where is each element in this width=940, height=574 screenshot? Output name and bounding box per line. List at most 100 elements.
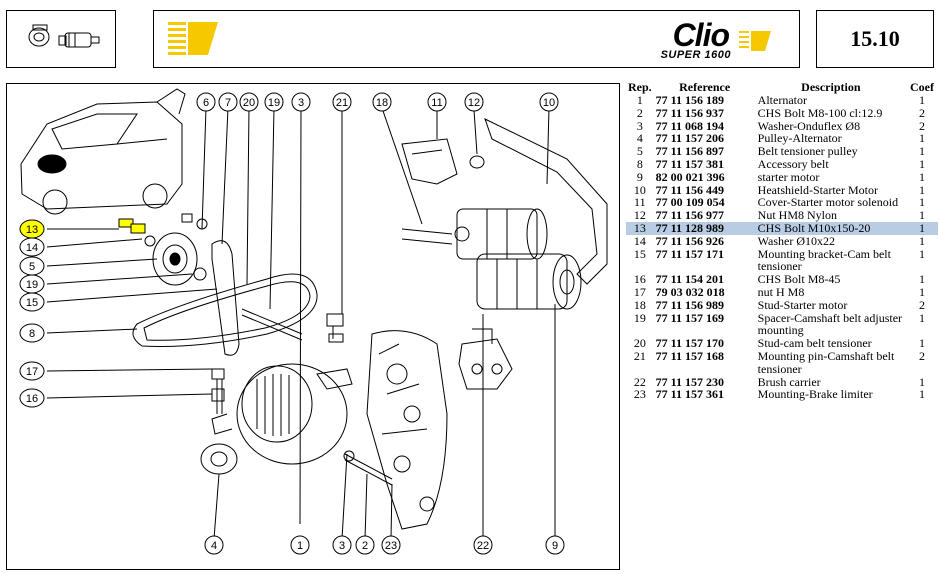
cell-description: Stud-cam belt tensioner: [757, 336, 872, 351]
cell-description: Mounting bracket-Cam belt tensioner: [757, 246, 891, 274]
svg-text:13: 13: [26, 224, 38, 236]
cell-reference: 77 11 157 206: [655, 131, 725, 146]
cell-description: Nut HM8 Nylon: [757, 208, 838, 223]
cell-coef: 1: [919, 284, 925, 299]
callout-19-top: 19: [264, 92, 284, 112]
cell-reference: 77 11 156 897: [655, 144, 725, 159]
cell-description: Brush carrier: [757, 374, 821, 389]
cell-description: starter motor: [757, 169, 820, 184]
col-reference: Reference: [679, 80, 731, 94]
callout-12: 12: [464, 92, 484, 112]
cell-coef: 1: [919, 182, 925, 197]
cell-reference: 77 11 157 230: [655, 374, 725, 389]
cell-description: Washer Ø10x22: [757, 233, 836, 248]
cell-rep: 3: [636, 118, 643, 133]
cell-reference: 77 00 109 054: [655, 195, 725, 210]
cell-coef: 1: [906, 222, 938, 235]
cell-reference: 77 11 157 168: [655, 348, 725, 363]
cell-rep: 1: [636, 93, 643, 107]
cell-coef: 1: [919, 310, 925, 325]
svg-text:3: 3: [339, 540, 345, 552]
cell-coef: 1: [919, 169, 925, 184]
page-number-box: 15.10: [816, 10, 934, 68]
cell-rep: 8: [636, 156, 643, 171]
mounting-bracket-icon: [366, 330, 448, 530]
table-row[interactable]: 1 77 11 156 189 Alternator 1: [626, 94, 938, 107]
svg-text:17: 17: [26, 366, 38, 378]
callout-8: 8: [19, 323, 45, 343]
callout-17: 17: [19, 361, 45, 381]
cell-description: Belt tensioner pulley: [757, 144, 858, 159]
cell-description: CHS Bolt M10x150-20: [755, 222, 906, 235]
callout-21: 21: [332, 92, 352, 112]
table-row[interactable]: 22 77 11 157 230 Brush carrier 1: [626, 374, 938, 389]
brand-logo-subtitle: SUPER 1600: [660, 49, 731, 61]
cell-rep: 20: [633, 336, 646, 351]
callout-3-top: 3: [291, 92, 311, 112]
cell-reference: 82 00 021 396: [655, 169, 725, 184]
cell-coef: 1: [919, 208, 925, 223]
callout-15: 15: [19, 292, 45, 312]
table-row[interactable]: 9 82 00 021 396 starter motor 1: [626, 169, 938, 184]
cell-coef: 1: [919, 336, 925, 351]
cell-reference: 77 11 156 926: [655, 233, 725, 248]
cell-reference: 77 11 156 189: [655, 93, 725, 107]
brand-logo-title: Clio: [672, 17, 730, 53]
cell-rep: 9: [636, 169, 643, 184]
callout-4: 4: [204, 535, 224, 555]
callout-23: 23: [381, 535, 401, 555]
starter-motor-icon: [454, 208, 582, 310]
svg-text:10: 10: [543, 97, 555, 109]
cell-description: Washer-Onduflex Ø8: [757, 118, 861, 133]
cell-rep: 22: [633, 374, 646, 389]
cell-description: Stud-Starter motor: [757, 297, 848, 312]
cell-rep: 13: [626, 222, 654, 235]
cell-reference: 77 11 156 977: [655, 208, 725, 223]
cell-rep: 17: [633, 284, 646, 299]
svg-text:18: 18: [376, 97, 388, 109]
brand-stripes-icon: [168, 22, 218, 55]
callout-18: 18: [372, 92, 392, 112]
cell-description: Alternator: [757, 93, 807, 107]
callout-6: 6: [196, 92, 216, 112]
cell-rep: 11: [634, 195, 646, 210]
callout-10: 10: [539, 92, 559, 112]
callout-14: 14: [19, 237, 45, 257]
cell-coef: 1: [919, 93, 925, 107]
cell-reference: 77 11 157 171: [655, 246, 725, 261]
cell-coef: 1: [919, 374, 925, 389]
cell-description: Heatshield-Starter Motor: [757, 182, 878, 197]
svg-text:11: 11: [431, 97, 442, 109]
svg-text:21: 21: [336, 97, 348, 109]
cell-rep: 14: [633, 233, 646, 248]
svg-text:16: 16: [26, 393, 38, 405]
svg-text:20: 20: [243, 97, 255, 109]
brand-banner: Clio SUPER 1600: [153, 10, 800, 68]
svg-text:9: 9: [552, 540, 558, 552]
cell-reference: 77 11 156 449: [655, 182, 725, 197]
cell-coef: 2: [919, 118, 925, 133]
cell-reference: 77 11 157 361: [655, 387, 725, 402]
diagram-drawing: 6 7 20 19 3 21 18 11 12 10 13 14 5 19 15…: [19, 88, 608, 555]
cell-description: nut H M8: [757, 284, 805, 299]
cell-description: Mounting-Brake limiter: [757, 387, 873, 402]
